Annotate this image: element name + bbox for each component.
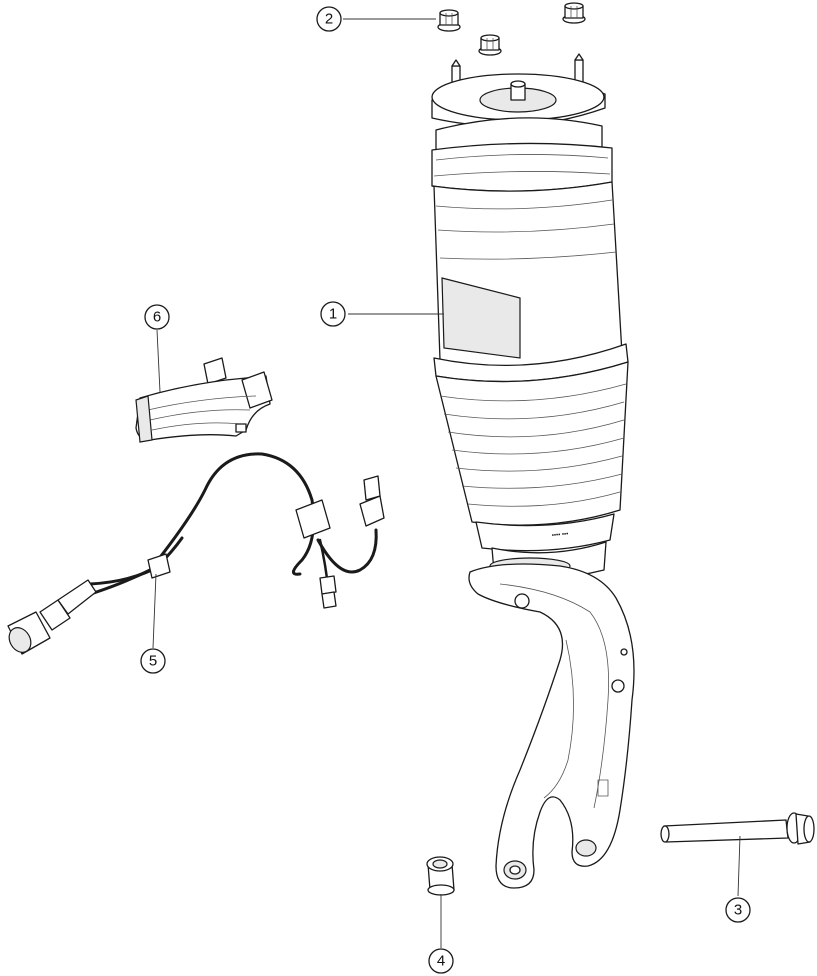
part-wiring-harness — [7, 452, 385, 655]
part-bracket — [135, 357, 273, 443]
part-bushing — [426, 856, 455, 896]
label-plate — [441, 277, 521, 359]
callout-label-4: 4 — [437, 953, 445, 970]
nut-right — [562, 2, 586, 24]
callout-4: 4 — [428, 948, 454, 974]
callout-label-1: 1 — [329, 306, 337, 323]
callout-3: 3 — [725, 897, 751, 923]
callout-label-3: 3 — [734, 902, 742, 919]
part-nuts — [437, 2, 586, 56]
callout-label-2: 2 — [325, 11, 333, 28]
part-bolt — [660, 812, 815, 845]
leader-line-3 — [737, 835, 741, 897]
callout-6: 6 — [144, 304, 170, 330]
nut-left — [437, 9, 461, 32]
callout-1: 1 — [320, 301, 346, 327]
lower-clamp: ▪▪▪▪ ▪▪▪ — [475, 513, 615, 552]
bellows — [435, 361, 629, 526]
nut-middle — [478, 34, 502, 56]
callout-5: 5 — [140, 648, 166, 674]
clamp-stamp-decor: ▪▪▪▪ ▪▪▪ — [552, 531, 569, 539]
leader-line-5 — [152, 573, 157, 649]
callout-label-6: 6 — [153, 309, 161, 326]
air-spring-body — [431, 181, 623, 370]
leader-line-6 — [156, 329, 161, 393]
top-mount-plate — [431, 73, 606, 127]
callout-2: 2 — [316, 6, 342, 32]
fork-knuckle — [468, 563, 635, 889]
part-air-strut: ▪▪▪▪ ▪▪▪ — [431, 53, 635, 889]
callout-label-5: 5 — [149, 653, 157, 670]
main-connector — [7, 579, 97, 655]
